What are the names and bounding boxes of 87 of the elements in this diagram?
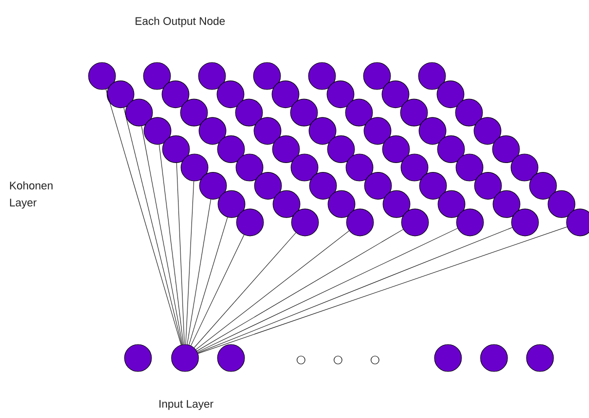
- neuron-circle: [382, 190, 410, 218]
- neuron-circle: [418, 62, 446, 90]
- connection-line: [141, 126, 183, 345]
- layer-label: Kohonen Layer: [10, 181, 53, 209]
- neuron-circle: [216, 80, 244, 108]
- neuron-circle: [88, 62, 116, 90]
- neuron-circle: [419, 172, 447, 200]
- neuron-circle: [455, 98, 483, 126]
- neuron-circle: [290, 154, 318, 182]
- connection-line: [158, 144, 184, 345]
- neuron-circle: [346, 154, 374, 182]
- connection-line: [176, 162, 185, 344]
- neuron-circle: [290, 98, 318, 126]
- input-node-circle: [526, 344, 554, 372]
- neuron-circle: [309, 172, 337, 200]
- connection-line: [185, 181, 194, 344]
- neuron-circle: [438, 190, 466, 218]
- neuron-circle: [254, 117, 282, 145]
- connection-line: [124, 107, 182, 345]
- neuron-circle: [456, 154, 484, 182]
- neuron-circle: [456, 208, 484, 236]
- neuron-circle: [235, 98, 263, 126]
- neuron-circle: [363, 62, 391, 90]
- input-node-circle: [217, 344, 245, 372]
- neuron-circle: [144, 117, 172, 145]
- neuron-circle: [364, 172, 392, 200]
- neuron-circle: [400, 154, 428, 182]
- neuron-circle: [308, 62, 336, 90]
- neuron-circle: [511, 208, 539, 236]
- neuron-circle: [162, 80, 190, 108]
- input-node-circle: [480, 344, 508, 372]
- neuron-circle: [253, 62, 281, 90]
- connection-line: [188, 217, 228, 346]
- neuron-circle: [529, 172, 557, 200]
- input-node-circle: [171, 344, 199, 372]
- neuron-circle: [548, 190, 576, 218]
- connection-line: [190, 234, 244, 346]
- connection-line: [197, 228, 458, 352]
- neuron-circle: [345, 98, 373, 126]
- neuron-circle: [382, 135, 410, 163]
- neuron-circle: [346, 208, 374, 236]
- connection-line: [186, 199, 212, 345]
- neuron-circle: [400, 98, 428, 126]
- neuron-circle: [162, 135, 190, 163]
- neuron-circle: [143, 62, 171, 90]
- connection-line: [198, 226, 568, 354]
- neuron-circle: [437, 135, 465, 163]
- neuron-circle: [218, 190, 246, 218]
- neuron-circle: [217, 135, 245, 163]
- neuron-circle: [106, 80, 134, 108]
- neuron-circle: [474, 117, 502, 145]
- neuron-circle: [326, 80, 354, 108]
- neuron-circle: [401, 208, 429, 236]
- neuron-circle: [382, 80, 410, 108]
- layer-label: Each Output Node: [136, 16, 225, 28]
- neuron-circle: [566, 208, 589, 236]
- connection-line: [196, 230, 350, 350]
- neuron-circle: [272, 135, 300, 163]
- input-node-circle: [124, 344, 152, 372]
- neuron-circle: [198, 62, 226, 90]
- neuron-circle: [236, 154, 264, 182]
- neuron-circle: [510, 154, 538, 182]
- neuron-circle: [198, 117, 226, 145]
- input-node-circle: [434, 344, 462, 372]
- layer-label: Input Layer: [160, 400, 214, 410]
- connection-line: [194, 232, 296, 348]
- neuron-circle: [436, 80, 464, 108]
- neuron-circle: [308, 117, 336, 145]
- neuron-circle: [180, 98, 208, 126]
- neuron-circle: [492, 190, 520, 218]
- neuron-circle: [327, 135, 355, 163]
- connection-line: [198, 227, 512, 354]
- neuron-circle: [328, 190, 356, 218]
- neuron-circle: [272, 80, 300, 108]
- neuron-circle: [236, 208, 264, 236]
- neuron-circle: [364, 117, 392, 145]
- neuron-circle: [125, 98, 153, 126]
- neuron-circle: [180, 154, 208, 182]
- neuron-circle: [254, 172, 282, 200]
- connection-line: [196, 229, 404, 352]
- connection-line: [106, 88, 182, 346]
- neuron-circle: [199, 172, 227, 200]
- neuron-circle: [418, 117, 446, 145]
- neuron-circle: [272, 190, 300, 218]
- neuron-circle: [492, 135, 520, 163]
- neuron-circle: [291, 208, 319, 236]
- neuron-circle: [474, 172, 502, 200]
